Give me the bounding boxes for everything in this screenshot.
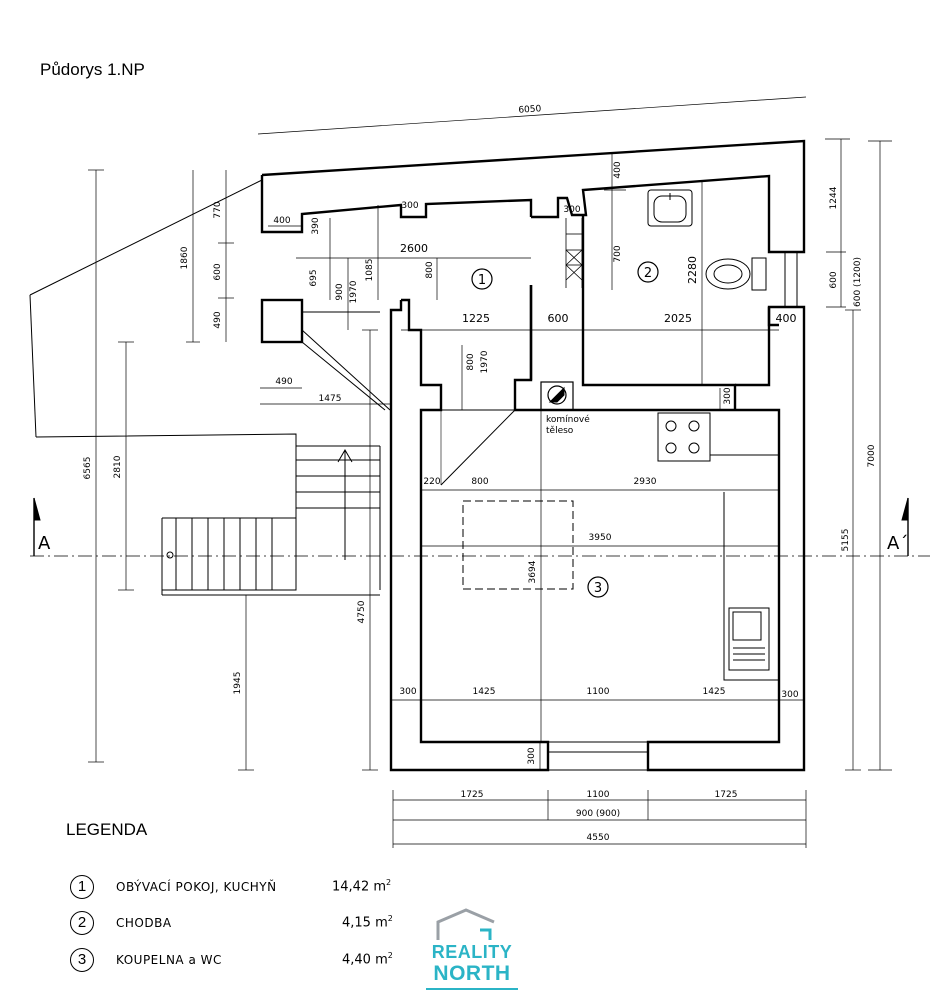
dim-6565: 6565 [83,457,93,480]
dim-800c: 800 [471,477,488,487]
dim-220: 220 [423,477,440,487]
dim-2930: 2930 [634,477,657,487]
house-roof-icon [436,908,495,940]
dim-1725b: 1725 [715,790,738,800]
dim-1945: 1945 [233,672,243,695]
logo-underline [426,988,518,990]
dim-1100a: 1100 [587,687,610,697]
dim-2280: 2280 [686,256,699,284]
dim-1100b: 1100 [587,790,610,800]
dim-300c: 300 [723,387,733,404]
room-marker-2: 2 [644,266,652,281]
legend-number: 3 [70,948,94,972]
room-marker-3: 3 [594,581,602,596]
dim-1725a: 1725 [461,790,484,800]
section-label-left: A [38,533,51,554]
stairs [29,179,391,596]
dim-3950: 3950 [589,533,612,543]
dim-1475: 1475 [319,394,342,404]
dim-2025: 2025 [664,312,692,325]
dim-300a: 300 [401,201,418,211]
dim-7000: 7000 [867,444,877,467]
dim-5155: 5155 [841,529,851,552]
dim-300e: 300 [781,690,798,700]
chimney [540,381,574,411]
dim-1970b: 1970 [480,350,490,373]
dim-1860: 1860 [180,246,190,269]
section-markers [33,498,909,556]
dim-1425b: 1425 [703,687,726,697]
dim-800a: 800 [425,261,435,278]
chimney-label-1: komínové [546,414,590,425]
legend-room-area: 14,42 m2 [332,878,392,895]
dim-400c: 400 [776,312,797,325]
dim-490a: 490 [213,311,223,328]
dim-900: 900 [335,283,345,300]
legend-number: 1 [70,875,94,899]
legend-room-area: 4,15 m2 [342,914,393,931]
dim-2810: 2810 [113,455,123,478]
legend-item-3: 3 KOUPELNA a WC 4,40 m2 [70,948,410,974]
toilet [705,257,767,291]
logo-text-line-2: NORTH [433,962,511,985]
dim-400b: 400 [613,161,623,178]
dim-490b: 490 [275,377,292,387]
dim-300f: 300 [527,747,537,764]
hatched-pillar [565,218,583,288]
dim-4750: 4750 [357,600,367,623]
legend-item-2: 2 CHODBA 4,15 m2 [70,911,410,937]
dim-800b: 800 [466,353,476,370]
dim-900b: 900 (900) [576,809,620,819]
dim-1085: 1085 [365,259,375,282]
dim-700: 700 [613,245,623,262]
dim-4550: 4550 [587,833,610,843]
legend-room-name: OBÝVACÍ POKOJ, KUCHYŇ [116,880,277,894]
legend-item-1: 1 OBÝVACÍ POKOJ, KUCHYŇ 14,42 m2 [70,875,410,901]
dining-table [462,500,574,590]
dim-400a: 400 [273,216,290,226]
dim-1244: 1244 [829,186,839,209]
room-markers [471,261,659,598]
dim-600a: 600 [829,271,839,288]
dim-3694: 3694 [528,560,538,583]
dim-600d: 600 [548,312,569,325]
page-title: Půdorys 1.NP [40,60,145,79]
door-openings [441,252,798,771]
dim-1225: 1225 [462,312,490,325]
dim-1970a: 1970 [349,280,359,303]
dim-1425a: 1425 [473,687,496,697]
dim-6050: 6050 [518,104,542,116]
dim-600b: 600 (1200) [853,257,863,307]
dim-390: 390 [311,217,321,234]
dim-600c: 600 [213,263,223,280]
dim-770: 770 [213,201,223,218]
legend-room-name: CHODBA [116,916,172,930]
dimension-lines [88,96,892,848]
legend-room-name: KOUPELNA a WC [116,953,222,967]
kitchen-counter [657,412,779,681]
dim-300b: 300 [563,205,580,215]
dim-2600: 2600 [400,242,428,255]
dim-695: 695 [309,269,319,286]
legend-title: LEGENDA [66,820,148,839]
washbasin [647,189,693,227]
reality-north-logo: REALITY NORTH [424,908,520,992]
legend-number: 2 [70,911,94,935]
dim-300d: 300 [399,687,416,697]
legend-room-area: 4,40 m2 [342,951,393,968]
chimney-label-2: těleso [546,426,574,436]
logo-text-line-1: REALITY [431,942,513,962]
room-marker-1: 1 [478,273,486,288]
section-label-right: A´ [887,533,908,554]
